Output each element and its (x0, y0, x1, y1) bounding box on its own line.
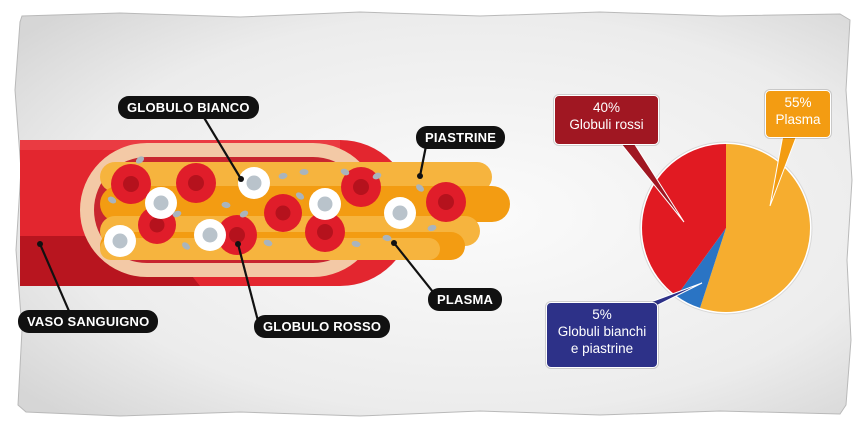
red-blood-cell (305, 212, 345, 252)
red-blood-cells (111, 163, 466, 255)
callout-plasma: PLASMA (428, 288, 503, 311)
platelet (221, 201, 231, 209)
leader-dot (37, 241, 43, 247)
platelet (263, 239, 273, 247)
platelet (107, 196, 117, 204)
platelet (239, 210, 249, 218)
pie-slice-red (642, 144, 726, 296)
pie-label-red: 40% Globuli rossi (554, 95, 659, 145)
platelet (135, 156, 145, 164)
platelet (172, 210, 182, 218)
leader-white-cell (199, 110, 242, 180)
white-blood-cell (238, 167, 270, 199)
white-blood-cell (384, 197, 416, 229)
callout-platelets: PIASTRINE (416, 126, 506, 149)
red-blood-cell (264, 194, 302, 232)
leader-plasma (393, 242, 438, 298)
red-blood-cell (426, 182, 466, 222)
red-blood-cell (176, 163, 216, 203)
platelet (295, 192, 305, 200)
pie-label-white-line1: Globuli bianchi (557, 324, 647, 339)
pie-slices (642, 144, 810, 312)
leader-red-cell (236, 243, 260, 322)
platelets (107, 156, 437, 250)
platelet (416, 184, 424, 192)
platelet (372, 172, 382, 180)
platelet (182, 242, 190, 250)
leader-dot (417, 173, 423, 179)
leader-dot (391, 240, 397, 246)
platelet (299, 169, 309, 175)
callout-red-blood-cell: GLOBULO ROSSO (254, 315, 391, 338)
red-blood-cell (341, 167, 381, 207)
pie-slice-plasma (700, 144, 810, 312)
white-blood-cell (145, 187, 177, 219)
white-blood-cells (104, 167, 416, 257)
platelet (382, 234, 392, 242)
pie-label-plasma: 55% Plasma (765, 90, 831, 138)
pie-label-white-percent: 5% (592, 307, 612, 322)
pie-label-white-line2: e piastrine (570, 341, 634, 356)
platelet (427, 224, 437, 232)
platelet (278, 172, 288, 180)
pie-label-plasma-percent: 55% (784, 95, 812, 110)
pie-chart (616, 134, 813, 315)
white-blood-cell (309, 188, 341, 220)
white-blood-cell (104, 225, 136, 257)
leader-dot (238, 176, 244, 182)
red-blood-cell (217, 215, 257, 255)
white-blood-cell (194, 219, 226, 251)
callout-blood-vessel: VASO SANGUIGNO (18, 310, 159, 333)
pie-label-plasma-text: Plasma (775, 112, 821, 127)
leader-vessel (38, 243, 74, 319)
callout-white-blood-cell: GLOBULO BIANCO (118, 96, 259, 119)
pie-label-red-percent: 40% (592, 100, 621, 115)
pie-label-red-text: Globuli rossi (569, 117, 644, 132)
pie-label-white: 5% Globuli bianchi e piastrine (546, 302, 658, 368)
leader-dot (235, 241, 241, 247)
platelet (351, 240, 361, 248)
red-blood-cell (111, 164, 151, 204)
platelet (340, 168, 350, 176)
